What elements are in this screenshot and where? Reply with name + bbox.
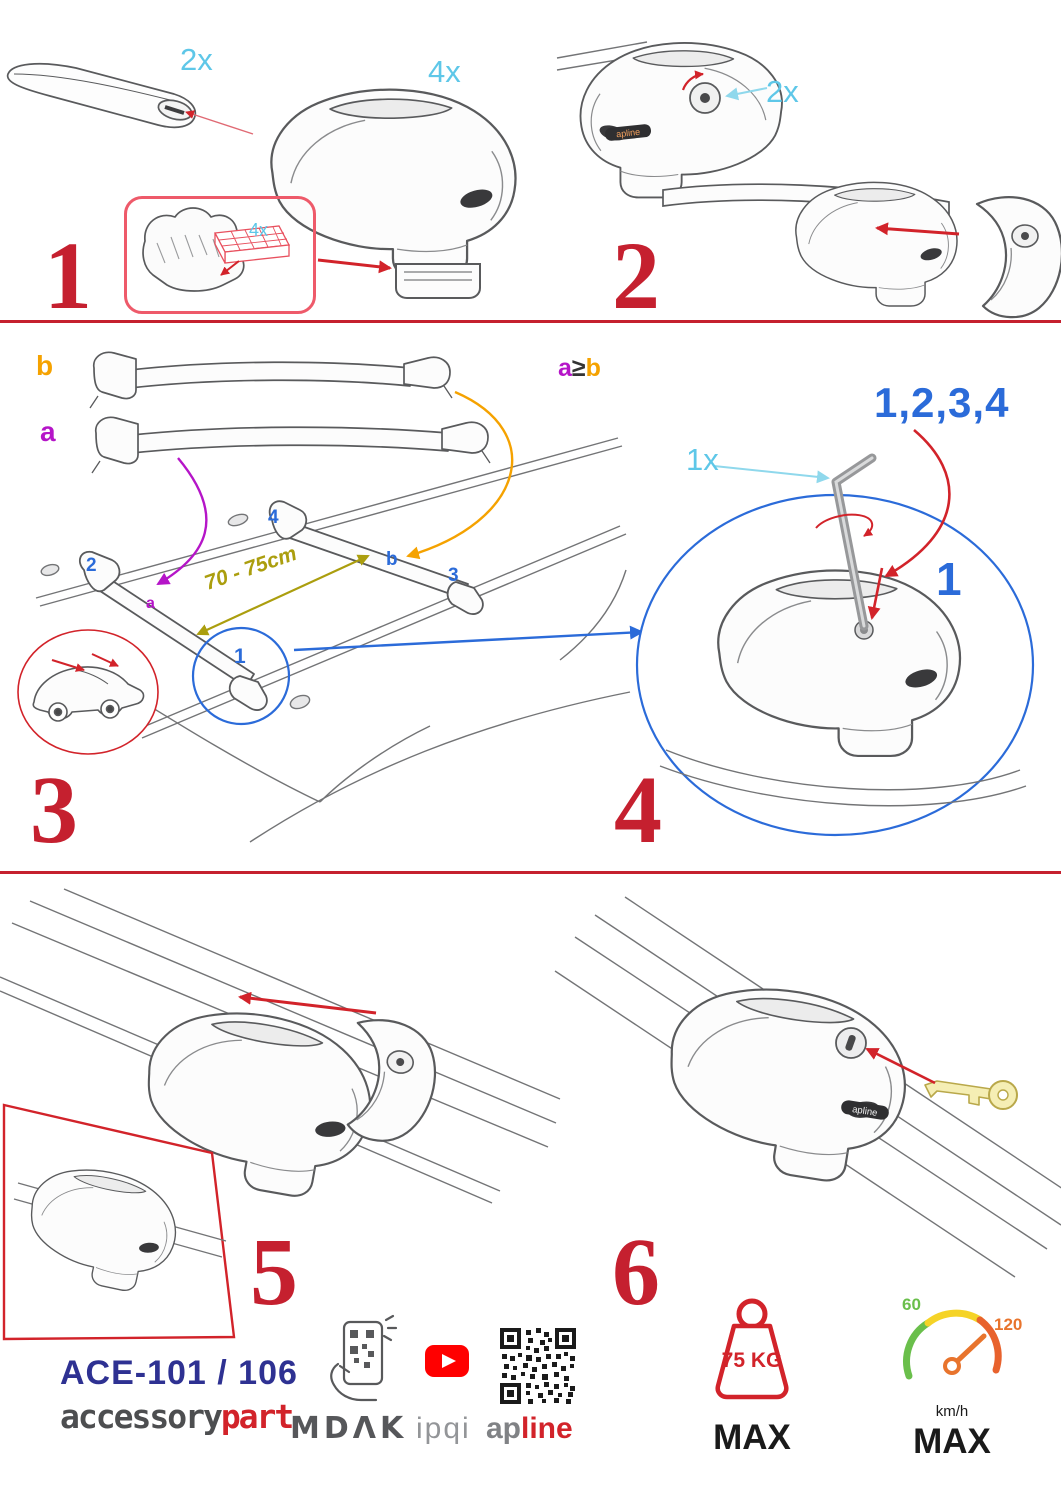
foot3-position-label: 3 — [448, 565, 459, 586]
pad-quantity-label: 4x — [249, 220, 269, 240]
step5-illustration — [0, 888, 561, 1341]
front-pos-label: a — [146, 595, 155, 612]
car-inset-drawing — [17, 629, 159, 755]
weight-max-label: MAX — [713, 1418, 791, 1457]
foot-quantity-label: 4x — [428, 54, 461, 89]
step4-number: 4 — [614, 756, 662, 863]
apline-badge — [841, 1100, 889, 1120]
mounted-inset — [2, 1103, 236, 1341]
foot1-highlight-circle — [191, 626, 291, 726]
phone-scan-icon — [330, 1314, 398, 1402]
front-crossbar-drawing — [78, 550, 268, 711]
sequence-label: 1,2,3,4 — [874, 379, 1010, 426]
lock-qty-arrow — [725, 87, 768, 101]
apline-ap: ap — [486, 1412, 522, 1445]
zoom-arrow — [293, 625, 644, 652]
cover-slide-arrow — [238, 991, 377, 1015]
bar-a-drawing — [91, 416, 491, 474]
speed-high-label: 120 — [994, 1315, 1023, 1334]
sequence-arrow — [884, 429, 951, 578]
crossbar-profile-drawing — [6, 62, 197, 129]
spacing-rule-label: a≥b — [558, 356, 601, 381]
pad-to-foot-arrow — [317, 258, 392, 274]
foot-and-cover-drawing — [662, 181, 1061, 319]
brand-accessory: accessory — [60, 1397, 223, 1436]
pad-insert-arrow — [220, 260, 240, 276]
apline-line: line — [521, 1412, 573, 1445]
step1-number: 1 — [44, 222, 92, 329]
bar-b-label: b — [36, 350, 54, 381]
section-divider-1 — [0, 320, 1061, 323]
foot-drawing — [653, 972, 919, 1192]
weight-icon — [715, 1298, 789, 1400]
weight-limit-label: 75 KG — [721, 1349, 783, 1372]
mdak-logo: MDΛK — [290, 1411, 408, 1446]
ipqi-logo: ipqi — [416, 1412, 471, 1445]
rubber-pad-drawing — [213, 225, 291, 264]
step3-number: 3 — [30, 756, 78, 863]
foot1-position-label: 1 — [234, 645, 246, 668]
rule-operator: ≥ — [571, 354, 586, 382]
brand-part: part — [220, 1397, 294, 1436]
clamp-cross-section — [142, 207, 245, 292]
rule-a: a — [558, 354, 572, 382]
bar-pointer-line — [185, 110, 254, 135]
bar-a-label: a — [40, 416, 56, 447]
apline-logo: apline — [486, 1414, 573, 1444]
step4-illustration — [635, 429, 1035, 837]
rear-crossbar-drawing — [268, 500, 484, 615]
tighten-arrow — [867, 567, 884, 620]
apline-badge-text: apline — [616, 127, 641, 139]
allen-key-drawing — [831, 453, 877, 631]
tool-quantity-label: 1x — [686, 442, 719, 477]
tool-qty-arrow — [713, 465, 830, 484]
section-divider-2 — [0, 871, 1061, 874]
key-insert-arrow — [865, 1047, 936, 1085]
step6-illustration: apline — [554, 896, 1061, 1278]
brand-wordmark: accessorypart — [60, 1397, 294, 1436]
foot-drawing — [270, 88, 517, 299]
rule-b: b — [585, 354, 601, 382]
step3-illustration — [17, 351, 644, 843]
youtube-icon — [425, 1345, 469, 1377]
foot-with-lock-drawing: apline — [579, 42, 783, 199]
distance-arrow — [196, 554, 370, 636]
foot2-position-label: 2 — [86, 555, 97, 576]
step1-illustration — [6, 62, 517, 299]
rotate-arrow — [815, 513, 874, 537]
lock-quantity-label: 2x — [766, 74, 799, 109]
step6-number: 6 — [612, 1218, 660, 1325]
bar-b-position-arrow — [406, 390, 514, 560]
product-code: ACE-101 / 106 — [60, 1354, 298, 1392]
rail-in-zoom — [659, 749, 1027, 807]
speed-low-label: 60 — [902, 1295, 921, 1314]
step5-number: 5 — [250, 1218, 298, 1325]
speed-unit-label: km/h — [935, 1403, 969, 1420]
apline-badge-text: apline — [851, 1104, 878, 1119]
cover-attach-arrow — [875, 222, 960, 236]
rubber-pad-inset: 4x — [124, 196, 316, 314]
first-step-label: 1 — [936, 553, 962, 605]
qr-code — [498, 1326, 578, 1406]
key-icon — [924, 1080, 1018, 1110]
step2-illustration: apline — [556, 41, 1061, 319]
foot-drawing — [130, 996, 385, 1208]
rear-pos-label: b — [386, 549, 398, 570]
bar-quantity-label: 2x — [180, 42, 213, 77]
bar-b-drawing — [89, 351, 453, 409]
keyhole — [845, 1034, 856, 1051]
speedometer-icon — [903, 1309, 1002, 1380]
step2-number: 2 — [612, 222, 660, 329]
bar-a-position-arrow — [156, 457, 208, 586]
pad-inset-illustration — [142, 207, 291, 292]
foot4-position-label: 4 — [268, 507, 279, 528]
speed-max-label: MAX — [913, 1422, 991, 1461]
